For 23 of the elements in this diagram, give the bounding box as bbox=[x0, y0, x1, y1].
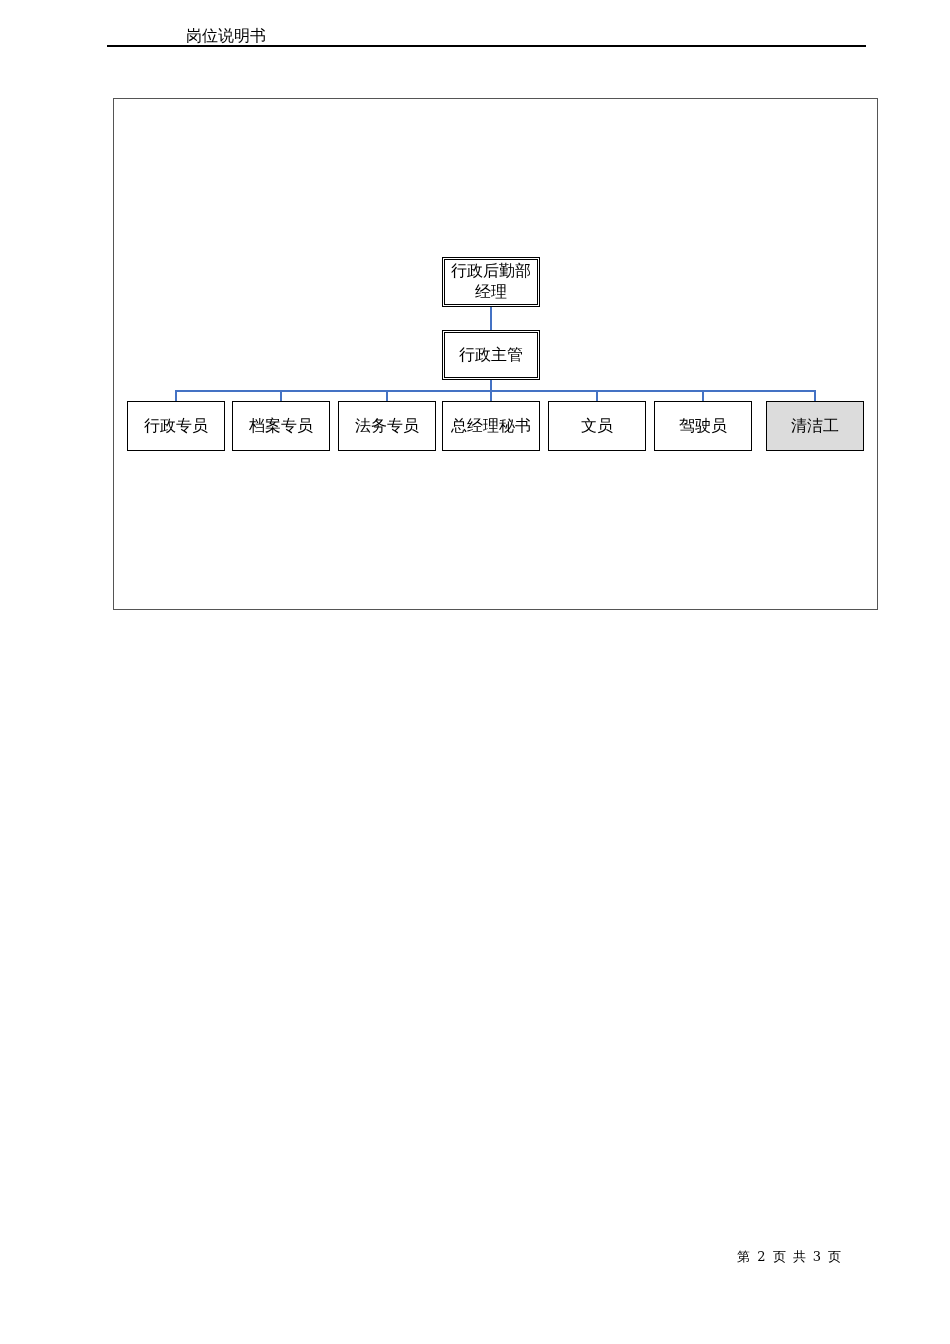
page-number: 第 2 页 共 3 页 bbox=[737, 1248, 842, 1266]
position-box bbox=[442, 401, 540, 451]
position-title: 法务专员 bbox=[355, 415, 419, 437]
connector-line bbox=[490, 379, 816, 402]
position-title: 行政后勤部经理 bbox=[450, 261, 532, 303]
position-title: 档案专员 bbox=[249, 415, 313, 437]
position-title: 清洁工 bbox=[791, 415, 839, 437]
frame-box bbox=[113, 98, 878, 610]
position-title: 行政专员 bbox=[144, 415, 208, 437]
position-box bbox=[654, 401, 752, 451]
position-title: 总经理秘书 bbox=[451, 415, 531, 437]
position-title: 文员 bbox=[581, 415, 613, 437]
position-box bbox=[232, 401, 330, 451]
document-header: 岗位说明书 bbox=[186, 26, 266, 47]
position-box bbox=[548, 401, 646, 451]
position-box bbox=[127, 401, 225, 451]
position-box bbox=[442, 330, 540, 380]
position-title: 驾驶员 bbox=[679, 415, 727, 437]
position-title: 行政主管 bbox=[459, 344, 523, 366]
position-box bbox=[766, 401, 864, 451]
position-box bbox=[338, 401, 436, 451]
connector-line bbox=[490, 306, 492, 331]
position-box bbox=[442, 257, 540, 307]
